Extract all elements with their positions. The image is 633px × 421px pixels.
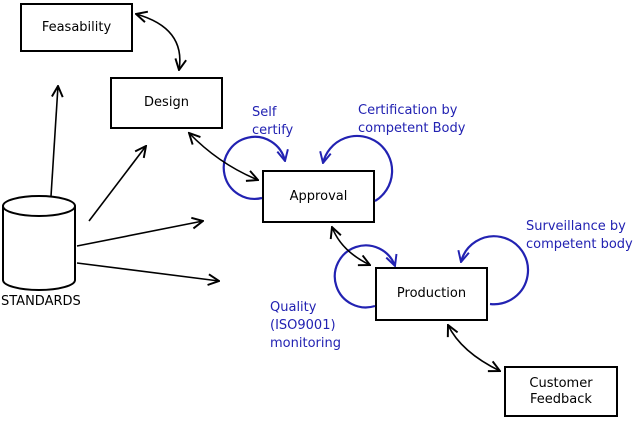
annotation-line: competent Body	[358, 121, 466, 136]
node-design[interactable]: Design	[110, 77, 223, 129]
annotation-line: Surveillance by	[526, 219, 626, 234]
annotation-self-certify: Self certify	[252, 104, 293, 140]
annotation-line: competent body	[526, 237, 633, 252]
node-label: Design	[144, 95, 189, 110]
annotation-line: Quality	[270, 300, 317, 315]
annotation-line: (ISO9001)	[270, 318, 336, 333]
arrow-standards-to-design	[88, 146, 146, 222]
annotation-quality-monitoring: Quality (ISO9001) monitoring	[270, 299, 341, 353]
annotation-line: Self	[252, 105, 277, 120]
node-label: Feasability	[41, 19, 112, 35]
annotation-line: monitoring	[270, 336, 341, 351]
node-label-line: Feedback	[530, 391, 592, 407]
node-label: Approval	[289, 188, 348, 204]
node-label: Production	[396, 286, 467, 301]
node-production[interactable]: Production	[375, 267, 488, 321]
arrow-production-customer-feedback	[448, 325, 500, 371]
annotation-line: Certification by	[358, 103, 458, 118]
node-approval[interactable]: Approval	[262, 170, 375, 223]
arrow-standards-to-production	[76, 262, 219, 281]
annotation-surveillance: Surveillance by competent body	[526, 218, 633, 254]
node-feasability[interactable]: Feasability	[20, 3, 133, 52]
standards-cylinder[interactable]	[2, 195, 76, 291]
annotation-certification: Certification by competent Body	[358, 102, 465, 138]
node-label: Customer Feedback	[529, 376, 592, 408]
arrow-approval-production	[332, 227, 370, 265]
arrow-feasability-design	[136, 14, 180, 70]
arrow-standards-to-feasability	[49, 86, 58, 213]
node-label-line: Customer	[529, 375, 593, 391]
annotation-line: certify	[252, 123, 294, 138]
arrow-design-approval	[189, 133, 258, 180]
arrow-standards-to-approval	[76, 221, 203, 247]
node-customer-feedback[interactable]: Customer Feedback	[504, 366, 618, 417]
standards-label: STANDARDS	[1, 294, 81, 309]
